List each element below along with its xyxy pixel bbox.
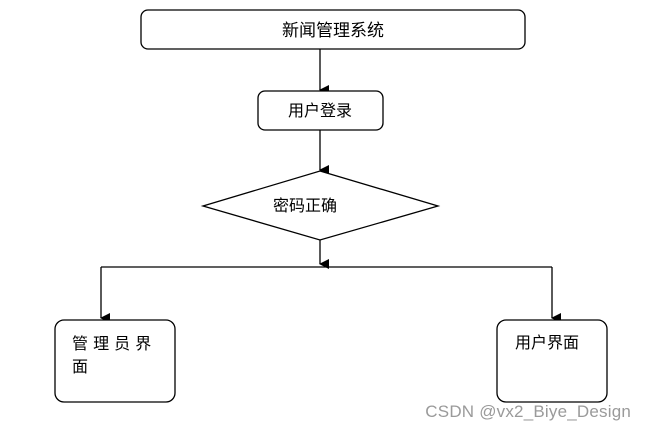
login-node: 用户登录 xyxy=(257,90,384,131)
title-node-label: 新闻管理系统 xyxy=(282,21,384,41)
admin-node-label-line2: 面 xyxy=(72,357,88,376)
decision-node-label: 密码正确 xyxy=(273,196,337,215)
login-node-label: 用户登录 xyxy=(288,101,352,120)
title-node: 新闻管理系统 xyxy=(140,9,526,50)
admin-node: 管 理 员 界 面 xyxy=(54,319,176,403)
user-node: 用户界面 xyxy=(496,319,608,403)
watermark-text: CSDN @vx2_Biye_Design xyxy=(425,402,631,421)
user-node-label: 用户界面 xyxy=(515,333,579,352)
decision-node: 密码正确 xyxy=(200,170,441,241)
admin-node-label-line1: 管 理 员 界 xyxy=(72,334,151,353)
